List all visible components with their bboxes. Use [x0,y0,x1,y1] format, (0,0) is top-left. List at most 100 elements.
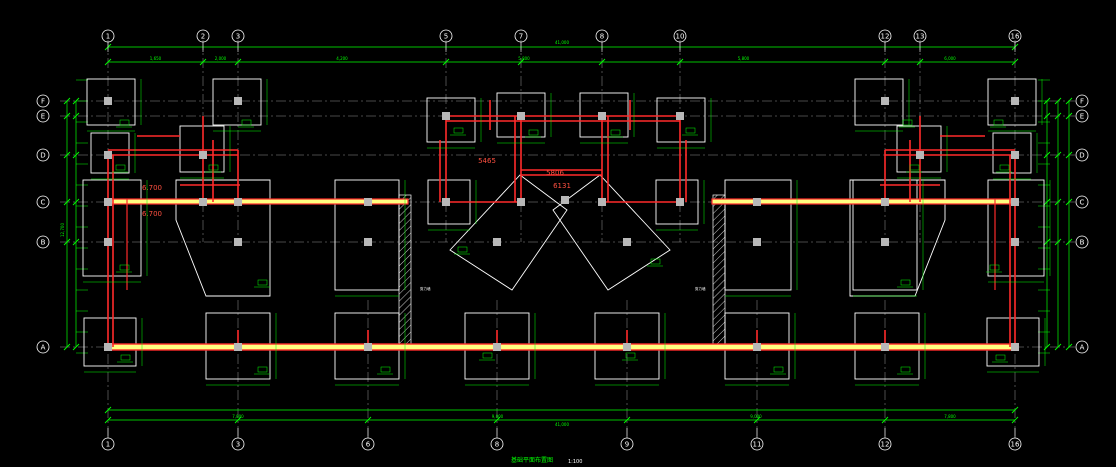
footing-tag-box [902,119,913,126]
bottom-dimension-text: 7,800 [232,414,244,419]
dimension-tick [1043,151,1051,159]
dimension-tick [1065,151,1073,159]
column-marker [598,198,606,206]
beam-annotation: 5806 [546,169,564,177]
footing-tag-box [257,366,268,373]
column-marker [517,198,525,206]
column-marker [364,343,372,351]
top-dimension-text: 6,000 [944,56,956,61]
footing-tag-box [625,352,636,359]
beam-annotation: 6131 [553,182,571,190]
footing-outline [334,179,400,291]
dimension-tick [1054,151,1062,159]
axis-bubble-label: 12 [881,441,890,449]
column-marker [1011,343,1019,351]
axis-bubble-label: 1 [106,33,110,41]
footing-outlines [82,78,1045,380]
dimension-tick [63,198,71,206]
shear-wall-hatch [712,194,726,348]
left-total-dimension: 12,700 [60,223,65,237]
column-marker [1011,238,1019,246]
footing-rotated [449,174,568,291]
dimension-tick [1054,238,1062,246]
column-marker [442,112,450,120]
column-marker [234,238,242,246]
footing-outline [90,132,130,174]
drawing-scale: 1:100 [568,459,582,465]
column-marker [561,196,569,204]
column-marker [753,198,761,206]
axis-bubble [1075,235,1089,249]
footing-tag-box [610,129,621,136]
column-marker [753,343,761,351]
footing-tag-box [115,164,126,171]
axis-bubble-label: 3 [236,33,240,41]
dimension-tick [1065,112,1073,120]
axis-bubble-label: 10 [676,33,685,41]
footing-tag-box [380,366,391,373]
column-marker [623,238,631,246]
footing-outline [992,132,1032,174]
dimension-tick [199,58,207,66]
dimension-tick [63,112,71,120]
column-marker [881,238,889,246]
axis-bubble-label: A [1080,344,1085,352]
footing-outline [179,125,225,173]
axis-bubble-label: B [1080,239,1085,247]
foundation-beams [107,100,1016,351]
dimension-tick [1065,97,1073,105]
column-marker [199,151,207,159]
dimension-tick [493,416,501,424]
dimension-tick [1054,112,1062,120]
wall-label: 剪力墙 [420,286,431,291]
column-marker [104,198,112,206]
axis-bubble-label: 13 [916,33,925,41]
footing-tag-box [119,119,130,126]
axis-bubble-label: 11 [753,441,762,449]
top-dimension-text: 1,650 [150,56,162,61]
beam-annotation: 5465 [478,157,496,165]
footing-outline [212,78,262,126]
column-marker [598,112,606,120]
axis-bubble-label: F [1080,98,1084,106]
foundation-beam-a [107,343,1016,351]
footing-tag-box [482,352,493,359]
top-dimension-text: 4,200 [336,56,348,61]
column-marker [234,97,242,105]
dimension-tick [598,58,606,66]
dimension-tick [1011,58,1019,66]
axis-bubble-label: 5 [444,33,448,41]
top-dimension-text: 2,000 [215,56,227,61]
axis-bubble-label: 1 [106,441,110,449]
axis-bubble [1075,94,1089,108]
dimension-tick [1065,198,1073,206]
dimension-tick [1011,406,1019,414]
column-marker [493,343,501,351]
dimension-tick [104,58,112,66]
top-total-dimension: 41,000 [555,40,569,45]
footing-tag-box [119,264,130,271]
axis-bubble-label: D [1079,152,1084,160]
axis-bubble-label: E [1080,113,1084,121]
footing-tag-box [453,127,464,134]
dimension-tick [234,58,242,66]
dimension-tick [72,343,80,351]
axis-bubble-label: 8 [600,33,604,41]
dimension-tick [63,343,71,351]
dimension-tick [1043,198,1051,206]
column-markers [104,97,1019,351]
footing-outline [656,97,706,143]
footing-outline [987,78,1037,126]
column-marker [881,97,889,105]
axis-bubble-label: 2 [201,33,205,41]
dimension-tick [881,58,889,66]
footing-tag-box [528,129,539,136]
dimension-tick [517,58,525,66]
dimension-tick [753,416,761,424]
dimension-tick [1054,97,1062,105]
dimension-tick [364,416,372,424]
axis-bubble-label: 16 [1011,33,1020,41]
dimension-tick [1065,238,1073,246]
footing-rotated [552,174,671,291]
